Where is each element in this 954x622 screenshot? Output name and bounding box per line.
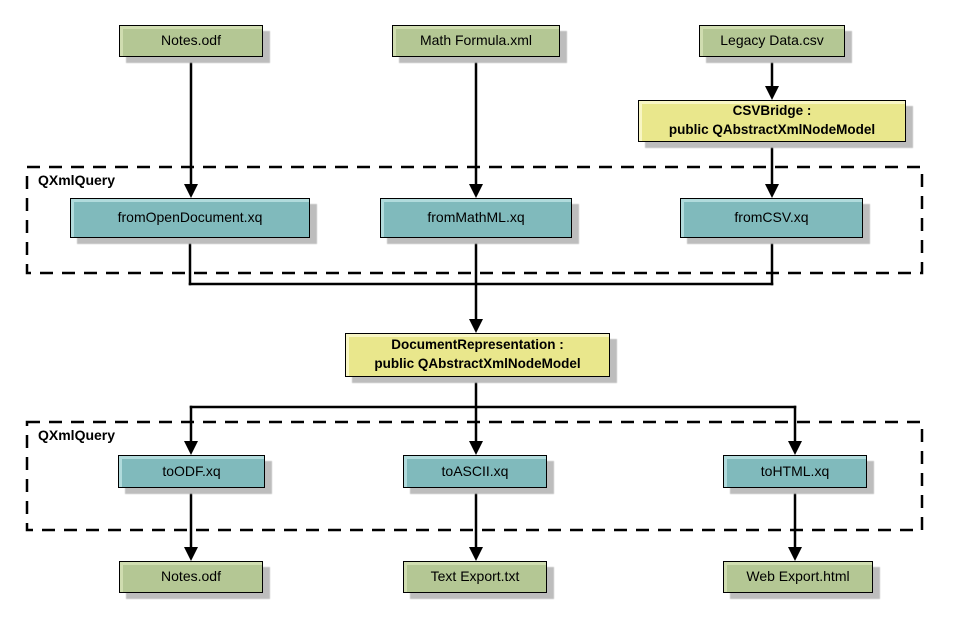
node-query-frommathml: fromMathML.xq — [380, 198, 572, 238]
arrowhead-toascii — [469, 441, 483, 455]
group-label-qxmlquery-input: QXmlQuery — [38, 172, 116, 188]
arrowhead-toodf — [184, 441, 198, 455]
group-label-qxmlquery-output: QXmlQuery — [38, 427, 116, 443]
arrowhead-webexport — [788, 547, 802, 561]
node-query-tohtml: toHTML.xq — [723, 455, 867, 488]
node-query-toascii: toASCII.xq — [403, 455, 547, 488]
csvbridge-class-name: CSVBridge : — [732, 103, 812, 119]
node-output-web-export-html: Web Export.html — [723, 561, 873, 593]
node-csvbridge-model: CSVBridge : public QAbstractXmlNodeModel — [638, 100, 906, 142]
arrowhead-notes-output — [184, 547, 198, 561]
node-query-fromopendocument: fromOpenDocument.xq — [70, 198, 310, 238]
arrowhead-textexport — [469, 547, 483, 561]
arrowhead-fromcsv — [765, 184, 779, 198]
node-output-text-export-txt: Text Export.txt — [403, 561, 547, 593]
node-output-notes-odf: Notes.odf — [119, 561, 263, 593]
group-box-qxmlquery-input — [25, 165, 924, 275]
node-query-toodf: toODF.xq — [118, 455, 265, 488]
connector-lines — [188, 55, 797, 551]
arrowhead-documentrepresentation — [469, 319, 483, 333]
csvbridge-base-class: public QAbstractXmlNodeModel — [668, 122, 876, 137]
group-box-qxmlquery-output — [25, 420, 924, 532]
node-source-notes-odf: Notes.odf — [119, 25, 263, 57]
documentrepresentation-base-class: public QAbstractXmlNodeModel — [374, 356, 581, 371]
arrowheads — [184, 86, 802, 561]
arrowhead-frommathml — [469, 184, 483, 198]
arrowhead-fromopendocument — [184, 184, 198, 198]
documentrepresentation-class-name: DocumentRepresentation : — [391, 337, 564, 353]
arrowhead-csvbridge — [765, 86, 779, 100]
node-source-math-formula-xml: Math Formula.xml — [392, 25, 560, 57]
node-query-fromcsv: fromCSV.xq — [680, 198, 863, 238]
node-documentrepresentation-model: DocumentRepresentation : public QAbstrac… — [345, 333, 610, 377]
node-source-legacy-data-csv: Legacy Data.csv — [699, 25, 845, 57]
arrowhead-tohtml — [788, 441, 802, 455]
